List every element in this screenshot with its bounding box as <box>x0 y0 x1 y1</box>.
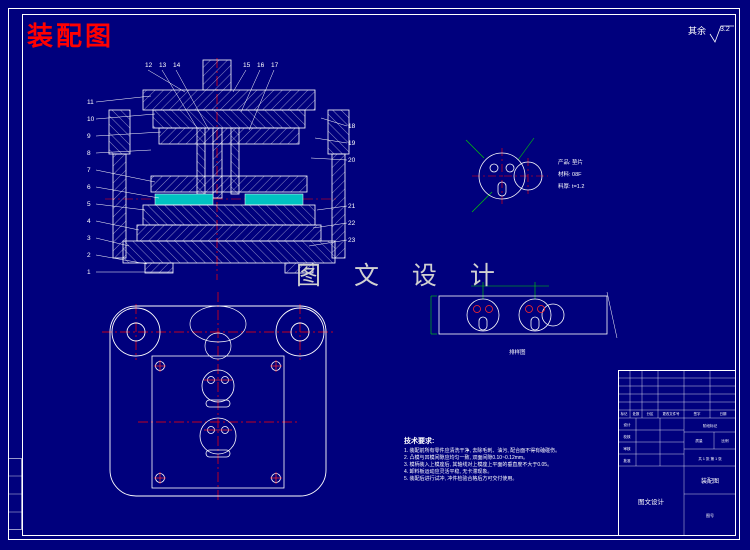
title-block: 标记 处数 分区 更改文件号 签字 日期 设计 校核 审核 批准 阶段标记 质量… <box>618 370 736 536</box>
leader-lines-top <box>147 69 275 131</box>
part-numbers-right: 18 19 20 21 22 23 <box>348 123 355 244</box>
part-number: 4 <box>87 218 91 225</box>
tech-note-item: 3. 模柄装入上模座后, 其轴线对上模座上平面的垂直度不大于0.05。 <box>404 462 553 468</box>
tb-drawing-no: 图号 <box>706 512 714 518</box>
part-number: 7 <box>87 167 91 174</box>
tb-right-label: 阶段标记 <box>703 423 718 428</box>
part-number: 18 <box>348 123 355 130</box>
part-number: 2 <box>87 252 91 259</box>
tb-sheet: 共 1 张 第 1 张 <box>698 456 722 461</box>
tb-right-label: 质量 <box>695 438 703 443</box>
part-number: 6 <box>87 184 91 191</box>
part-number: 12 <box>145 62 153 69</box>
tech-note-item: 1. 装配前所有零件应清洗干净, 去除毛刺、油污, 配合面不得有磕碰伤。 <box>404 448 561 454</box>
strip-outline <box>438 291 618 339</box>
leader-lines-right <box>308 117 348 247</box>
signature-strip <box>8 458 22 530</box>
tb-sign-row: 审核 <box>623 446 631 451</box>
tb-sign-row: 校核 <box>623 434 631 439</box>
roughness-symbol-icon: 3.2 <box>709 25 735 43</box>
title-block-labels: 标记 处数 分区 更改文件号 签字 日期 设计 校核 审核 批准 阶段标记 质量… <box>621 411 729 518</box>
part-number: 14 <box>173 62 181 69</box>
leader-lines-left <box>95 95 173 273</box>
tb-rev-col: 日期 <box>720 411 727 416</box>
roughness-prefix: 其余 <box>688 26 707 36</box>
part-number: 19 <box>348 140 355 147</box>
tb-sign-row: 设计 <box>623 422 631 427</box>
assembly-section-view: 12 13 14 15 16 17 11 10 9 8 7 6 5 4 3 2 … <box>87 58 355 280</box>
tech-note-item: 5. 装配后进行试冲, 冲件检验合格后方可交付使用。 <box>404 476 518 482</box>
frame-outer <box>8 8 740 540</box>
strip-hole-marks <box>473 305 545 313</box>
workpiece-label: 材料: 08F <box>558 170 582 178</box>
plan-centerlines <box>102 292 333 500</box>
part-number: 22 <box>348 220 355 227</box>
tech-notes-heading: 技术要求: <box>404 438 435 445</box>
detail-leader-lines <box>465 137 535 213</box>
frame-inner <box>22 14 736 536</box>
workpiece-outline <box>189 305 247 360</box>
part-numbers-left: 11 10 9 8 7 6 5 4 3 2 1 <box>87 99 95 276</box>
part-number: 1 <box>87 269 91 276</box>
workpiece-detail-view: 产品: 垫片 材料: 08F 料厚: t=1.2 <box>465 137 584 213</box>
tech-note-item: 2. 凸模与凹模间隙应均匀一致, 双面间隙0.10~0.12mm。 <box>404 455 529 461</box>
die-set-plates <box>108 59 350 274</box>
part-number: 16 <box>257 62 265 69</box>
tb-drawing-name: 装配图 <box>701 477 719 485</box>
part-number: 13 <box>159 62 167 69</box>
tb-sign-row: 批准 <box>623 458 631 463</box>
part-number: 11 <box>87 99 94 106</box>
tb-rev-col: 处数 <box>633 411 640 416</box>
workpiece-labels: 产品: 垫片 材料: 08F 料厚: t=1.2 <box>558 158 584 190</box>
plan-view <box>102 292 333 500</box>
part-number: 9 <box>87 133 91 140</box>
workpiece-label: 产品: 垫片 <box>558 158 583 166</box>
watermark-text: 图 文 设 计 <box>296 262 508 290</box>
hole-center-marks <box>154 360 282 484</box>
part-number: 15 <box>243 62 251 69</box>
technical-requirements: 技术要求: 1. 装配前所有零件应清洗干净, 去除毛刺、油污, 配合面不得有磕碰… <box>404 436 576 483</box>
tb-company: 图文设计 <box>638 497 665 506</box>
part-number: 8 <box>87 150 91 157</box>
strip-caption: 排样图 <box>509 348 526 356</box>
part-number: 20 <box>348 157 355 164</box>
tech-note-item: 4. 卸料板运动应灵活平稳, 无卡滞现象。 <box>404 469 493 475</box>
part-number: 17 <box>271 62 279 69</box>
roughness-value: 3.2 <box>720 26 730 33</box>
roughness-note: 其余 3.2 <box>688 24 736 44</box>
workpiece-shape <box>478 152 543 200</box>
tb-rev-col: 更改文件号 <box>663 411 681 416</box>
workpiece-label: 料厚: t=1.2 <box>558 182 584 190</box>
title-block-grid <box>618 370 736 536</box>
part-number: 21 <box>348 203 355 210</box>
tb-rev-col: 分区 <box>647 411 654 416</box>
part-number: 3 <box>87 235 91 242</box>
part-number: 23 <box>348 237 355 244</box>
tb-rev-col: 标记 <box>621 411 628 416</box>
part-number: 5 <box>87 201 91 208</box>
strip-layout-view: 排样图 <box>430 282 618 356</box>
tb-rev-col: 签字 <box>694 411 701 416</box>
part-number: 10 <box>87 116 95 123</box>
tb-right-label: 比例 <box>721 438 729 443</box>
page-title: 装配图 <box>27 21 115 51</box>
part-numbers-top: 12 13 14 15 16 17 <box>145 62 279 69</box>
